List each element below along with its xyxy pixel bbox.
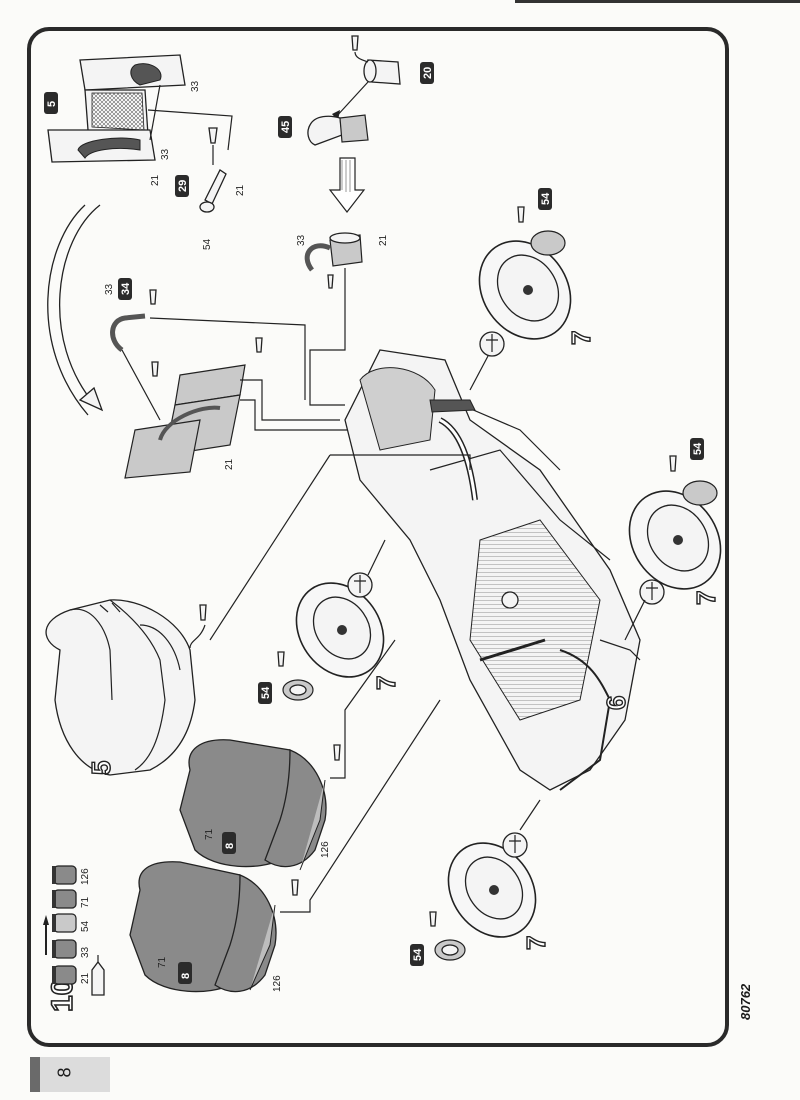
page-tab [30,1057,110,1092]
tire-marker-b [639,579,665,605]
flip-arrow-icon [59,204,101,406]
glue-tube-icon [429,911,437,927]
paint-code-54: 54 [80,920,91,932]
paint-label-21d: 21 [224,458,235,470]
callout-54c: 54 [258,682,272,704]
paint-label-33c: 33 [296,234,307,246]
seat-part-number: 5 [86,761,116,775]
svg-text:45: 45 [280,121,292,133]
paint-label-71a: 71 [204,828,215,840]
paint-legend: 21 33 54 71 126 [43,865,105,996]
callout-29: 29 [175,175,189,197]
wheel-bottom [447,842,537,938]
wheel-part-number-c: 7 [371,676,401,690]
glue-tube-icon [91,955,105,996]
svg-text:29: 29 [177,180,189,192]
chassis-assembly [330,349,641,791]
glue-tube-icon [669,455,677,472]
paint-pot-126 [52,865,77,885]
paint-pot-54 [52,913,77,933]
glue-tube-icon [517,206,525,223]
seat-shell-part-5 [45,599,196,776]
paint-label-126b: 126 [272,975,283,992]
callout-45: 45 [278,116,292,138]
svg-text:8: 8 [180,973,192,979]
svg-text:8: 8 [224,843,236,849]
hubcap-54b [682,480,718,506]
callout-54a: 54 [538,188,552,210]
paint-code-21: 21 [80,972,91,984]
glue-tube-icon [291,879,299,896]
glue-tube-icon [277,651,285,667]
paint-pot-21 [52,965,77,985]
tire-marker-c [347,572,373,598]
svg-text:5: 5 [46,101,58,107]
seat-pan-detail [124,364,246,479]
glue-tube-icon [255,337,263,353]
wheel-mid-left [295,582,385,678]
glue-tube-icon [199,604,207,621]
wheel-part-number-d: 7 [521,936,551,950]
wheel-part-number-a: 7 [566,331,596,345]
paint-label-33b: 33 [160,148,171,160]
callout-8b: 8 [178,962,192,984]
wheel-part-number-b: 7 [691,591,721,605]
callout-54d: 54 [410,944,424,966]
page-number: 8 [54,1067,75,1078]
glue-tube-icon [333,744,341,761]
tire-marker-a [479,331,505,357]
svg-text:54: 54 [540,192,552,205]
glue-tube-icon [351,35,359,51]
svg-text:54: 54 [260,686,272,699]
paint-pot-71 [52,889,77,909]
paint-code-33: 33 [80,946,91,958]
hubcap-54d [434,939,466,961]
front-seat-lower [129,861,277,993]
paint-code-126: 126 [80,868,91,885]
tire-marker-d [502,832,528,858]
paint-label-21b: 21 [235,184,246,196]
paint-label-21c: 21 [378,234,389,246]
wheel-top-right [478,240,572,340]
axle-part-number: 6 [601,696,631,710]
page-tab-bar [30,1057,40,1092]
part-29-rod [199,127,227,213]
wheel-mid-right [628,490,722,590]
paint-pot-33 [52,939,77,959]
paint-label-33d: 33 [104,283,115,295]
callout-20: 20 [420,62,434,84]
svg-text:54: 54 [412,948,424,961]
svg-text:34: 34 [120,282,132,295]
paint-label-126a: 126 [320,841,331,858]
paint-label-33a: 33 [190,80,201,92]
callout-5: 5 [44,92,58,114]
seat-frame-detail [47,54,233,163]
svg-text:20: 20 [422,67,434,79]
brush-icon [43,915,49,955]
part-20 [363,59,401,85]
sub-assembly-33-21 [304,232,363,289]
front-seat-upper [179,739,327,871]
part-34 [110,313,146,353]
hubcap-54a [530,230,566,256]
paint-label-54: 54 [202,238,213,250]
down-arrow-icon [328,157,366,213]
paint-label-71b: 71 [157,956,168,968]
glue-tube-icon [208,127,218,144]
callout-54b: 54 [690,438,704,460]
hubcap-54c [282,679,314,701]
step-number: 10 [46,979,79,1012]
callout-34: 34 [118,278,132,300]
callout-8a: 8 [222,832,236,854]
part-45 [307,114,369,146]
paint-label-21a: 21 [150,174,161,186]
top-rule [515,0,800,3]
step-frame [27,27,729,1047]
svg-text:54: 54 [692,442,704,455]
paint-code-71: 71 [80,896,91,908]
glue-tube-icon [149,289,157,305]
glue-tube-icon [151,361,159,377]
kit-code: 80762 [738,983,753,1020]
